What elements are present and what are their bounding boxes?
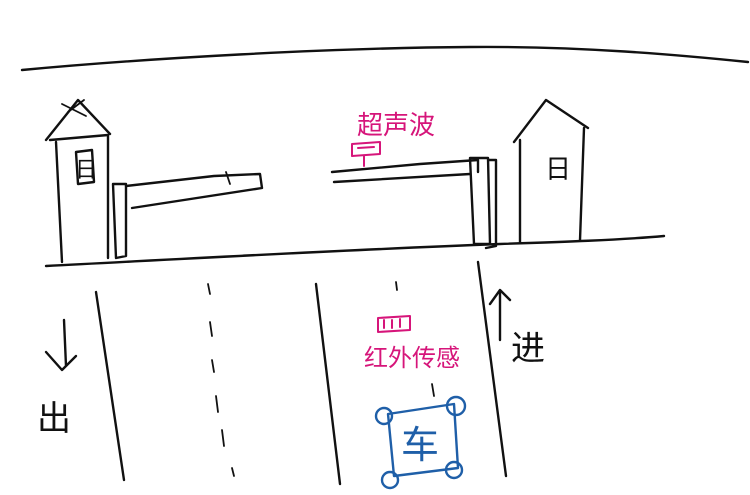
left-booth-glyph: 日 [75, 158, 97, 183]
right-booth-glyph: 日 [545, 155, 571, 185]
gate-ground-line [44, 234, 666, 268]
left-booth-roof [44, 98, 112, 142]
car-body [386, 402, 460, 478]
top-boundary-line [20, 45, 750, 72]
car-wheel-rear-left [380, 470, 400, 490]
right-gate-arm [330, 158, 480, 184]
infrared-sensor: 红外传感 [364, 315, 460, 372]
car-wheel-rear-right [444, 460, 464, 480]
left-booth-body [48, 133, 110, 264]
center-divider-line [314, 282, 342, 486]
car-wheel-front-right [445, 395, 467, 417]
exit-indicator: 出 [37, 318, 78, 439]
left-booth-window [74, 148, 96, 186]
car-label: 车 [401, 423, 439, 467]
enter-indicator: 进 [488, 288, 545, 369]
right-booth: 日 [512, 98, 590, 244]
infrared-sensor-icon [377, 315, 411, 333]
exit-label: 出 [37, 399, 71, 439]
left-outer-lane-line [94, 290, 126, 482]
car-wheel-front-left [374, 406, 394, 426]
left-gate-post [111, 182, 128, 260]
exit-arrow-icon [44, 318, 78, 372]
right-booth-body [518, 126, 586, 244]
left-booth-roof-cross [61, 99, 87, 117]
ultrasonic-sensor-label: 超声波 [357, 111, 435, 141]
ultrasonic-sensor: 超声波 [351, 111, 435, 167]
left-gate-barrier [111, 171, 264, 260]
left-gate-arm [124, 172, 264, 210]
right-gate-barrier [330, 156, 498, 250]
right-outer-lane-line [476, 260, 508, 478]
enter-label: 进 [511, 329, 545, 369]
right-booth-roof [512, 98, 590, 144]
right-roadway-dashed-line [395, 281, 435, 397]
car: 车 [374, 395, 467, 490]
ultrasonic-sensor-icon [351, 141, 381, 167]
left-roadway-dashed-line [207, 283, 235, 477]
infrared-sensor-label: 红外传感 [364, 344, 460, 372]
enter-arrow-icon [488, 288, 512, 342]
right-gate-post [468, 156, 498, 250]
left-booth: 日 [44, 98, 112, 264]
left-gate-arm-notch [225, 171, 231, 185]
